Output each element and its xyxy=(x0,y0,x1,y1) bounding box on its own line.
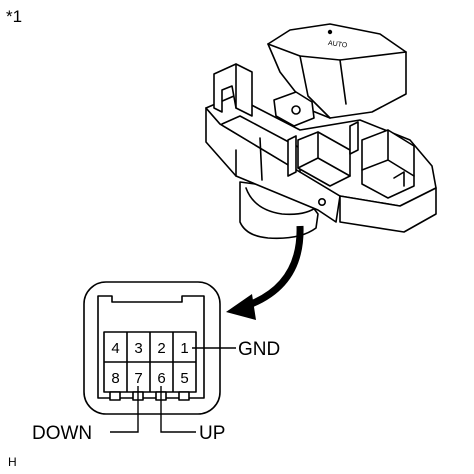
terminal-8: 8 xyxy=(111,370,119,387)
right-lock-tab-edge xyxy=(361,129,415,177)
up-leader xyxy=(160,386,196,433)
down-label: DOWN xyxy=(32,423,92,444)
arrow-head xyxy=(226,294,256,320)
corner-mark: H xyxy=(8,455,17,469)
terminal-5: 5 xyxy=(180,370,188,387)
window-switch-illustration: AUTO xyxy=(205,23,437,240)
switch-knob-front-edge xyxy=(299,55,331,119)
center-stub-edge xyxy=(297,131,351,177)
switch-knob-bevel xyxy=(339,59,347,105)
post-left xyxy=(287,135,297,177)
right-lock-tab-slot xyxy=(393,171,405,187)
switch-knob xyxy=(267,23,407,119)
reference-mark: *1 xyxy=(6,7,22,26)
direction-arrow xyxy=(226,225,304,320)
terminal-numbers: 4 3 2 1 8 7 6 5 xyxy=(111,340,188,387)
terminal-7: 7 xyxy=(134,370,142,387)
switch-knob-top-face xyxy=(267,43,407,61)
gnd-label: GND xyxy=(238,339,280,360)
switch-knob-indicator xyxy=(327,29,333,35)
switch-knob-label: AUTO xyxy=(328,40,349,50)
terminal-2: 2 xyxy=(157,340,165,357)
switch-lower-body-edge xyxy=(245,187,319,216)
housing-screw-hole xyxy=(317,198,326,207)
terminal-6: 6 xyxy=(157,370,165,387)
housing-recess-line-3 xyxy=(259,137,263,181)
post-right xyxy=(349,121,359,155)
terminal-4: 4 xyxy=(111,340,119,357)
terminal-1: 1 xyxy=(180,340,188,357)
down-leader xyxy=(110,386,139,433)
hinge-pin xyxy=(291,105,301,115)
left-clip xyxy=(213,63,253,117)
callout-leaders xyxy=(110,347,236,433)
pin-tab-1 xyxy=(109,391,121,401)
switch-right-block xyxy=(339,187,437,233)
up-label: UP xyxy=(199,423,225,444)
arrow-shaft xyxy=(244,225,304,310)
pin-tab-4 xyxy=(178,391,190,401)
connector-face xyxy=(83,281,221,415)
terminal-3: 3 xyxy=(134,340,142,357)
